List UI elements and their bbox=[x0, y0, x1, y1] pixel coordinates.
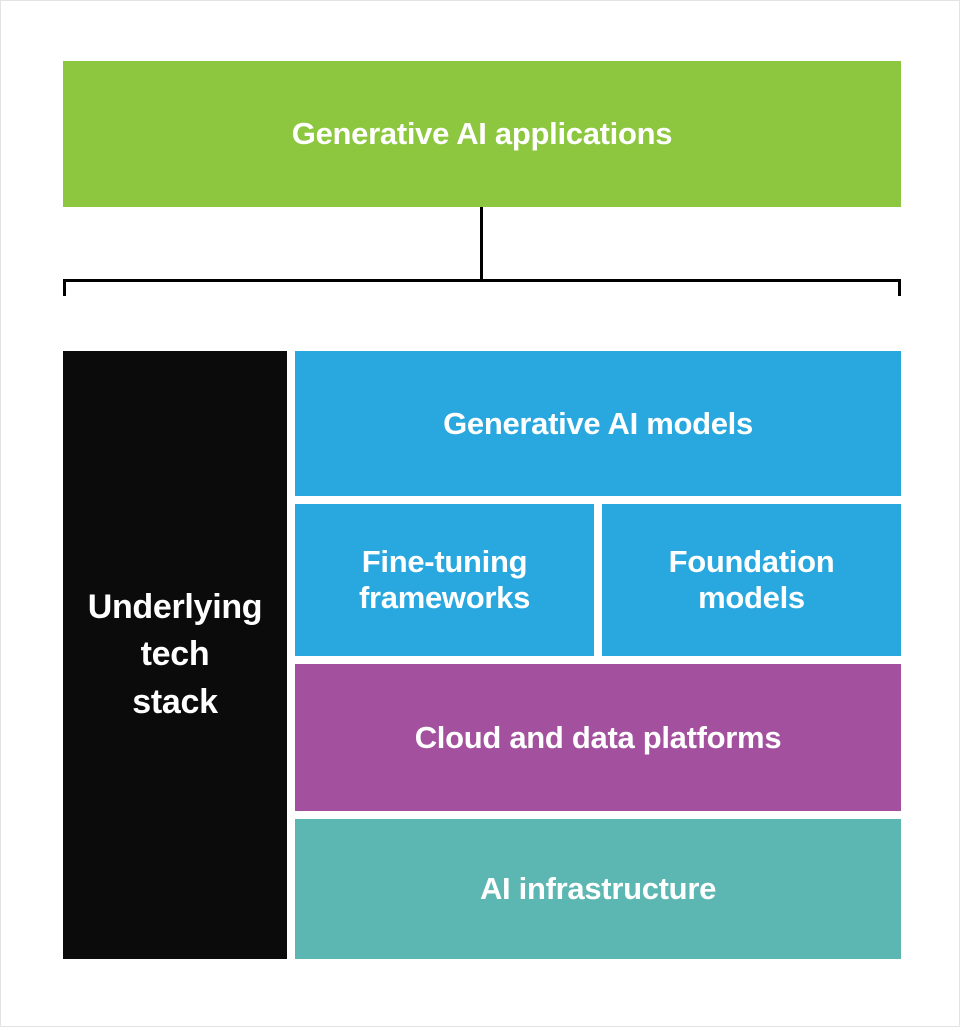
underlying-tech-stack-label: Underlying tech stack bbox=[87, 587, 263, 721]
generative-ai-models-label: Generative AI models bbox=[443, 405, 753, 441]
connector-horizontal-bar bbox=[63, 279, 901, 282]
cloud-and-data-platforms-label: Cloud and data platforms bbox=[414, 719, 782, 755]
ai-infrastructure-label: AI infrastructure bbox=[479, 871, 717, 907]
foundation-models-label: Foundation models bbox=[668, 544, 835, 615]
box-underlying-tech-stack: Underlying tech stack bbox=[63, 351, 287, 959]
box-foundation-models: Foundation models bbox=[602, 504, 901, 656]
box-generative-ai-models: Generative AI models bbox=[295, 351, 901, 496]
box-fine-tuning-frameworks: Fine-tuning frameworks bbox=[295, 504, 594, 656]
connector-tick-right bbox=[898, 279, 901, 296]
connector-stem bbox=[480, 207, 483, 280]
box-generative-ai-applications: Generative AI applications bbox=[63, 61, 901, 207]
box-ai-infrastructure: AI infrastructure bbox=[295, 819, 901, 959]
connector-tick-left bbox=[63, 279, 66, 296]
box-cloud-and-data-platforms: Cloud and data platforms bbox=[295, 664, 901, 811]
generative-ai-applications-label: Generative AI applications bbox=[291, 116, 673, 152]
fine-tuning-frameworks-label: Fine-tuning frameworks bbox=[358, 544, 531, 615]
